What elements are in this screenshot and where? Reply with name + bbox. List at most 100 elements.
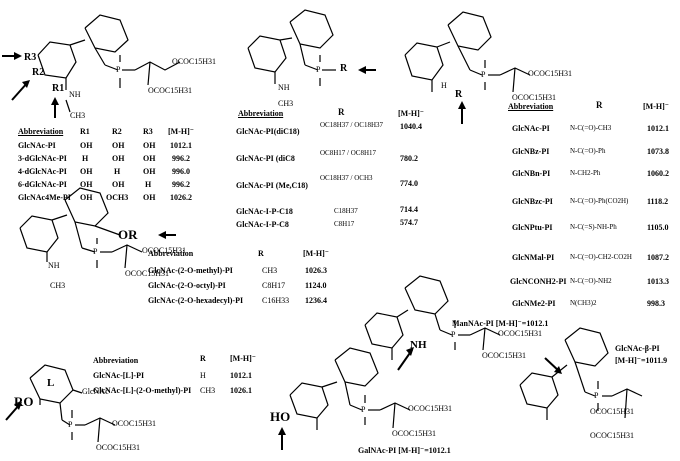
table2-row-name: GlcNAc-I-P-C18 bbox=[236, 207, 293, 216]
table3-row-r: N-C(=O)-Ph(CO2H) bbox=[570, 197, 629, 205]
table3-header-mh: [M-H]⁻ bbox=[643, 102, 669, 111]
table3-row-mh: 1118.2 bbox=[647, 197, 669, 206]
table4-row-r: C16H33 bbox=[262, 296, 290, 305]
mol8-chain2-label: OCOC15H31 bbox=[590, 431, 635, 440]
table5-header-abbreviation: Abbreviation bbox=[93, 356, 139, 365]
table3-row-mh: 1013.3 bbox=[647, 277, 669, 286]
table2-row-name: GlcNAc-PI (Me,C18) bbox=[236, 181, 308, 190]
table5-row-mh: 1026.1 bbox=[230, 386, 252, 395]
table3-row-mh: 1012.1 bbox=[647, 124, 669, 133]
table5-header-r: R bbox=[200, 354, 206, 363]
mol1-ch3-label: CH3 bbox=[70, 111, 86, 120]
mol5-l-label: L bbox=[47, 377, 55, 389]
table1-row-mh: 996.2 bbox=[172, 154, 190, 163]
mol7-phosphate-label: P bbox=[361, 405, 366, 414]
mol2-structure bbox=[247, 9, 376, 86]
table1-row-mh: 1026.2 bbox=[170, 193, 192, 202]
table4-header-r: R bbox=[258, 249, 264, 258]
table4-row-name: GlcNAc-(2-O-hexadecyl)-PI bbox=[148, 296, 244, 305]
table2-header-mh: [M-H]⁻ bbox=[398, 109, 424, 118]
table1-header-r1: R1 bbox=[80, 127, 90, 136]
table3-row-r: N-CH2-Ph bbox=[570, 169, 601, 177]
table4-row-r: CH3 bbox=[262, 266, 278, 275]
table4-row-mh: 1236.4 bbox=[305, 296, 327, 305]
table3-row-r: N(CH3)2 bbox=[570, 299, 597, 307]
table4-header-abbreviation: Abbreviation bbox=[148, 249, 194, 258]
mol8-caption-name: GlcNAc-β-PI bbox=[615, 344, 660, 353]
mol1-r2-label: R2 bbox=[32, 67, 45, 78]
mol3-r-label: R bbox=[455, 89, 463, 100]
table3-row-mh: 1060.2 bbox=[647, 169, 669, 178]
mol5-glcnac-label: GlcNAc bbox=[82, 387, 109, 396]
mol1-phosphate-label: P bbox=[116, 65, 121, 74]
table2-header-r: R bbox=[338, 107, 345, 117]
mol8-phosphate-label: P bbox=[594, 391, 599, 400]
table1-row-mh: 1012.1 bbox=[170, 141, 192, 150]
table1-row-r2: OCH3 bbox=[106, 193, 129, 202]
mol1-structure bbox=[2, 14, 181, 118]
table3-row-mh: 998.3 bbox=[647, 299, 665, 308]
mol4-chain2-label: OCOC15H31 bbox=[125, 269, 170, 278]
mol4-nh-label: NH bbox=[48, 261, 60, 270]
mol7-chain2-label: OCOC15H31 bbox=[392, 429, 437, 438]
table3-row-name: GlcNMal-PI bbox=[512, 253, 555, 262]
table1-row-name: 3-dGlcNAc-PI bbox=[18, 154, 67, 163]
mol5-chain1-label: OCOC15H31 bbox=[112, 419, 157, 428]
table2-row-mh: 1040.4 bbox=[400, 122, 422, 131]
mol6-phosphate-label: P bbox=[451, 330, 456, 339]
table2-row-name: GlcNAc-PI(diC18) bbox=[236, 127, 300, 136]
table5-header-mh: [M-H]⁻ bbox=[230, 354, 256, 363]
mol6-caption: ManNAc-PI [M-H]⁻=1012.1 bbox=[452, 319, 549, 328]
table3-row-r: N-C(=S)-NH-Ph bbox=[570, 223, 617, 231]
table3-row-r: N-C(=O)-CH2-CO2H bbox=[570, 253, 632, 261]
table3-row-name: GlcNBn-PI bbox=[512, 169, 551, 178]
mol2-r-label: R bbox=[340, 63, 348, 74]
mol1-chain2-label: OCOC15H31 bbox=[148, 86, 193, 95]
table3-row-name: GlcNMe2-PI bbox=[512, 299, 556, 308]
table2-row-r: OC18H37 / OC18H37 bbox=[320, 121, 384, 129]
table2-header-abbreviation: Abbreviation bbox=[238, 109, 284, 118]
table3-row-name: GlcNAc-PI bbox=[512, 124, 550, 133]
table1-row-name: 4-dGlcNAc-PI bbox=[18, 167, 67, 176]
table1-header-r2: R2 bbox=[112, 127, 122, 136]
table3-row-r: N-C(=O)-CH3 bbox=[570, 124, 612, 132]
table2-row-r: C18H37 bbox=[334, 207, 358, 215]
mol3-chain2-label: OCOC15H31 bbox=[512, 93, 557, 102]
table1-row-r2: OH bbox=[112, 154, 125, 163]
table1-row-r2: OH bbox=[112, 180, 125, 189]
mol2-nh-label: NH bbox=[278, 83, 290, 92]
mol4-phosphate-label: P bbox=[93, 247, 98, 256]
mol8-chain1-label: OCOC15H31 bbox=[590, 407, 635, 416]
mol1-r3-label: R3 bbox=[24, 52, 37, 63]
mol3-h-label: H bbox=[441, 81, 447, 90]
table2-row-r: OC18H37 / OCH3 bbox=[320, 174, 373, 182]
mol5-structure bbox=[5, 364, 116, 443]
mol3-phosphate-label: P bbox=[481, 70, 486, 79]
table4-header-mh: [M-H]⁻ bbox=[303, 249, 329, 258]
table5-row-mh: 1012.1 bbox=[230, 371, 252, 380]
mol2-phosphate-label: P bbox=[316, 65, 321, 74]
table1-row-name: GlcNAc-PI bbox=[18, 141, 56, 150]
table2-row-mh: 574.7 bbox=[400, 218, 418, 227]
mol7-structure bbox=[278, 347, 411, 450]
mol7-ho-label: HO bbox=[270, 409, 291, 424]
mol6-chain1-label: OCOC15H31 bbox=[498, 329, 543, 338]
table3-header-r: R bbox=[596, 100, 603, 110]
table1-row-mh: 996.2 bbox=[172, 180, 190, 189]
table1-header-abbreviation: Abbreviation bbox=[18, 127, 64, 136]
mol4-or-label: OR bbox=[118, 227, 138, 242]
table4-row-r: C8H17 bbox=[262, 281, 286, 290]
table5-row-r: H bbox=[200, 371, 206, 380]
table2-row-r: C8H17 bbox=[334, 220, 355, 228]
mol6-structure bbox=[364, 275, 501, 371]
mol7-chain1-label: OCOC15H31 bbox=[408, 404, 453, 413]
mol5-ro-label: RO bbox=[14, 394, 34, 409]
table4-row-mh: 1124.0 bbox=[305, 281, 327, 290]
mol4-chain1-label: OCOC15H31 bbox=[142, 246, 187, 255]
table1-row-r3: OH bbox=[143, 193, 156, 202]
table1-row-r3: OH bbox=[143, 141, 156, 150]
table2-row-mh: 714.4 bbox=[400, 205, 418, 214]
mol1-nh-label: NH bbox=[69, 90, 81, 99]
table3-row-name: GlcNBz-PI bbox=[512, 147, 550, 156]
